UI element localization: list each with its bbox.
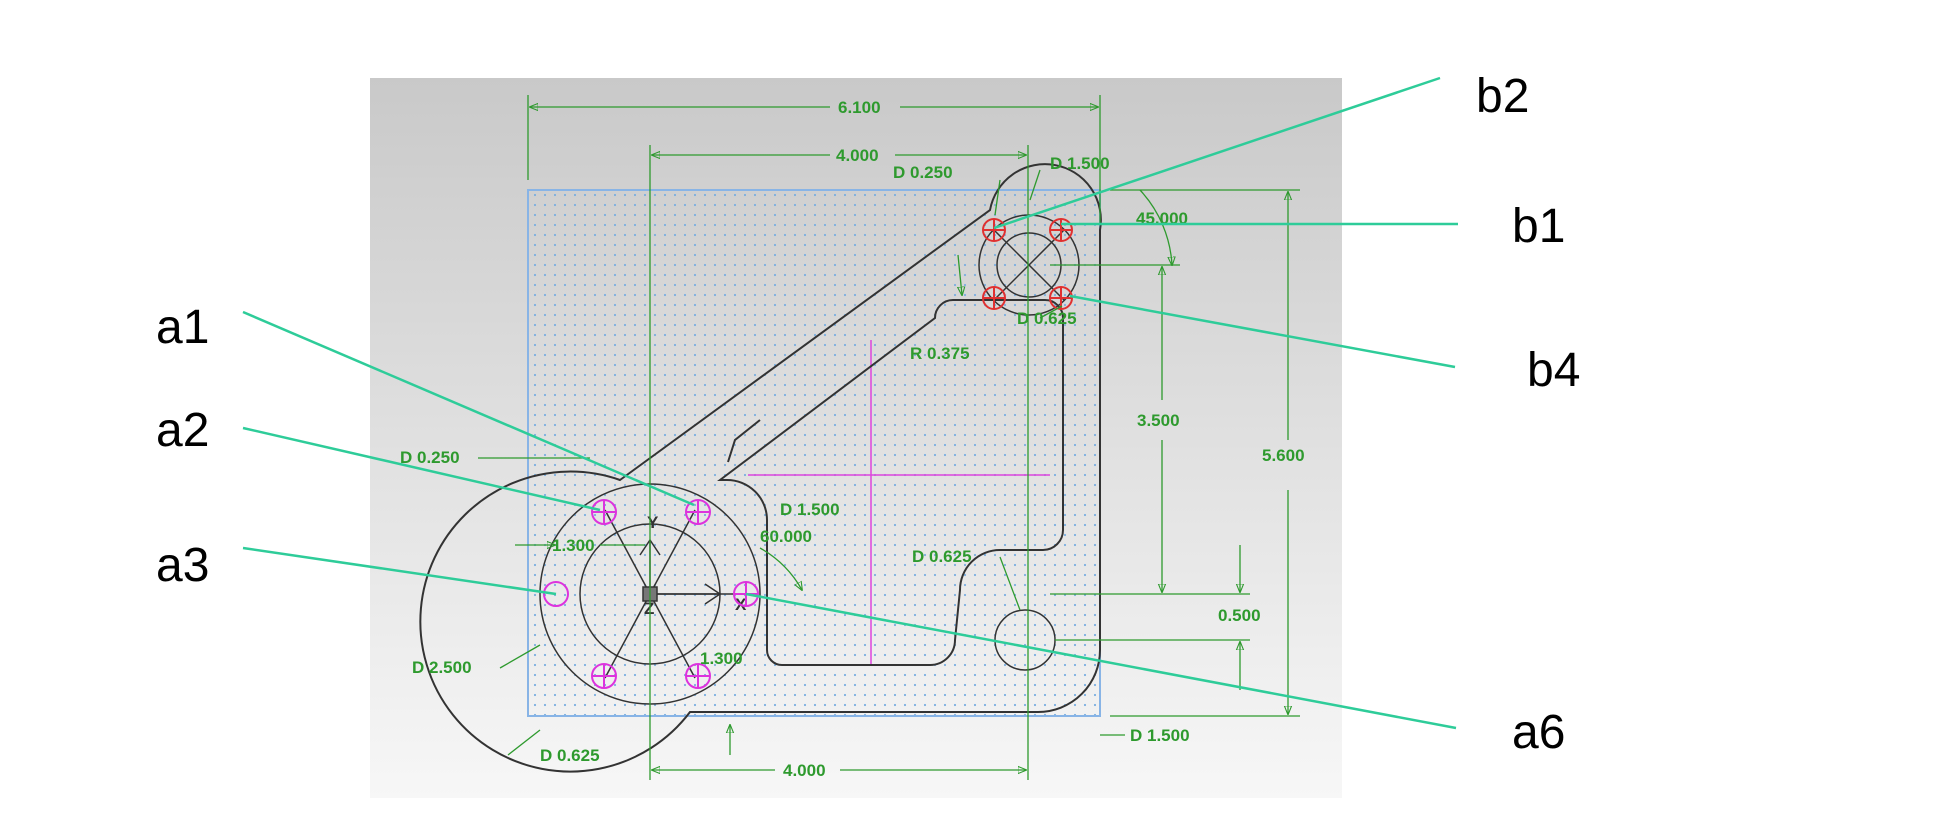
axis-y-label: Y <box>647 513 659 532</box>
callout-a2: a2 <box>156 404 209 457</box>
dim-offset: 0.500 <box>1218 606 1261 625</box>
dim-bore-tr: D 1.500 <box>1050 154 1110 173</box>
dim-hole-tr: D 0.250 <box>893 163 953 182</box>
dim-angle-left: 60.000 <box>760 527 812 546</box>
red-holes <box>982 218 1073 310</box>
callout-lines <box>242 76 1458 730</box>
callout-b2: b2 <box>1476 70 1529 123</box>
callout-a6: a6 <box>1512 706 1565 759</box>
callout-b4: b4 <box>1527 344 1580 397</box>
axis-z-label: Z <box>644 599 654 618</box>
callout-a1: a1 <box>156 301 209 354</box>
dim-hole-tr2: D 0.625 <box>1017 309 1077 328</box>
dim-pcd-left-b: 1.300 <box>700 649 743 668</box>
dim-height-right: 5.600 <box>1262 446 1305 465</box>
dim-bore-left: D 1.500 <box>780 500 840 519</box>
grid-sheet <box>527 189 1101 717</box>
dim-bore-br: D 1.500 <box>1130 726 1190 745</box>
construction-lines <box>748 340 1050 665</box>
callout-b1: b1 <box>1512 200 1565 253</box>
dim-width-bottom: 4.000 <box>783 761 826 780</box>
dim-hole-mid: D 0.625 <box>912 547 972 566</box>
dimension-lines <box>478 95 1300 780</box>
dim-height-mid: 3.500 <box>1137 411 1180 430</box>
dim-hole-tl: D 0.250 <box>400 448 460 467</box>
magenta-holes <box>543 499 759 689</box>
dim-pcd-left-a: 1.300 <box>552 536 595 555</box>
dim-hole-bl: D 0.625 <box>540 746 600 765</box>
dim-circle-big: D 2.500 <box>412 658 472 677</box>
dim-width-top: 6.100 <box>838 98 881 117</box>
dim-width-inner-top: 4.000 <box>836 146 879 165</box>
callout-a3: a3 <box>156 539 209 592</box>
dim-radius: R 0.375 <box>910 344 970 363</box>
